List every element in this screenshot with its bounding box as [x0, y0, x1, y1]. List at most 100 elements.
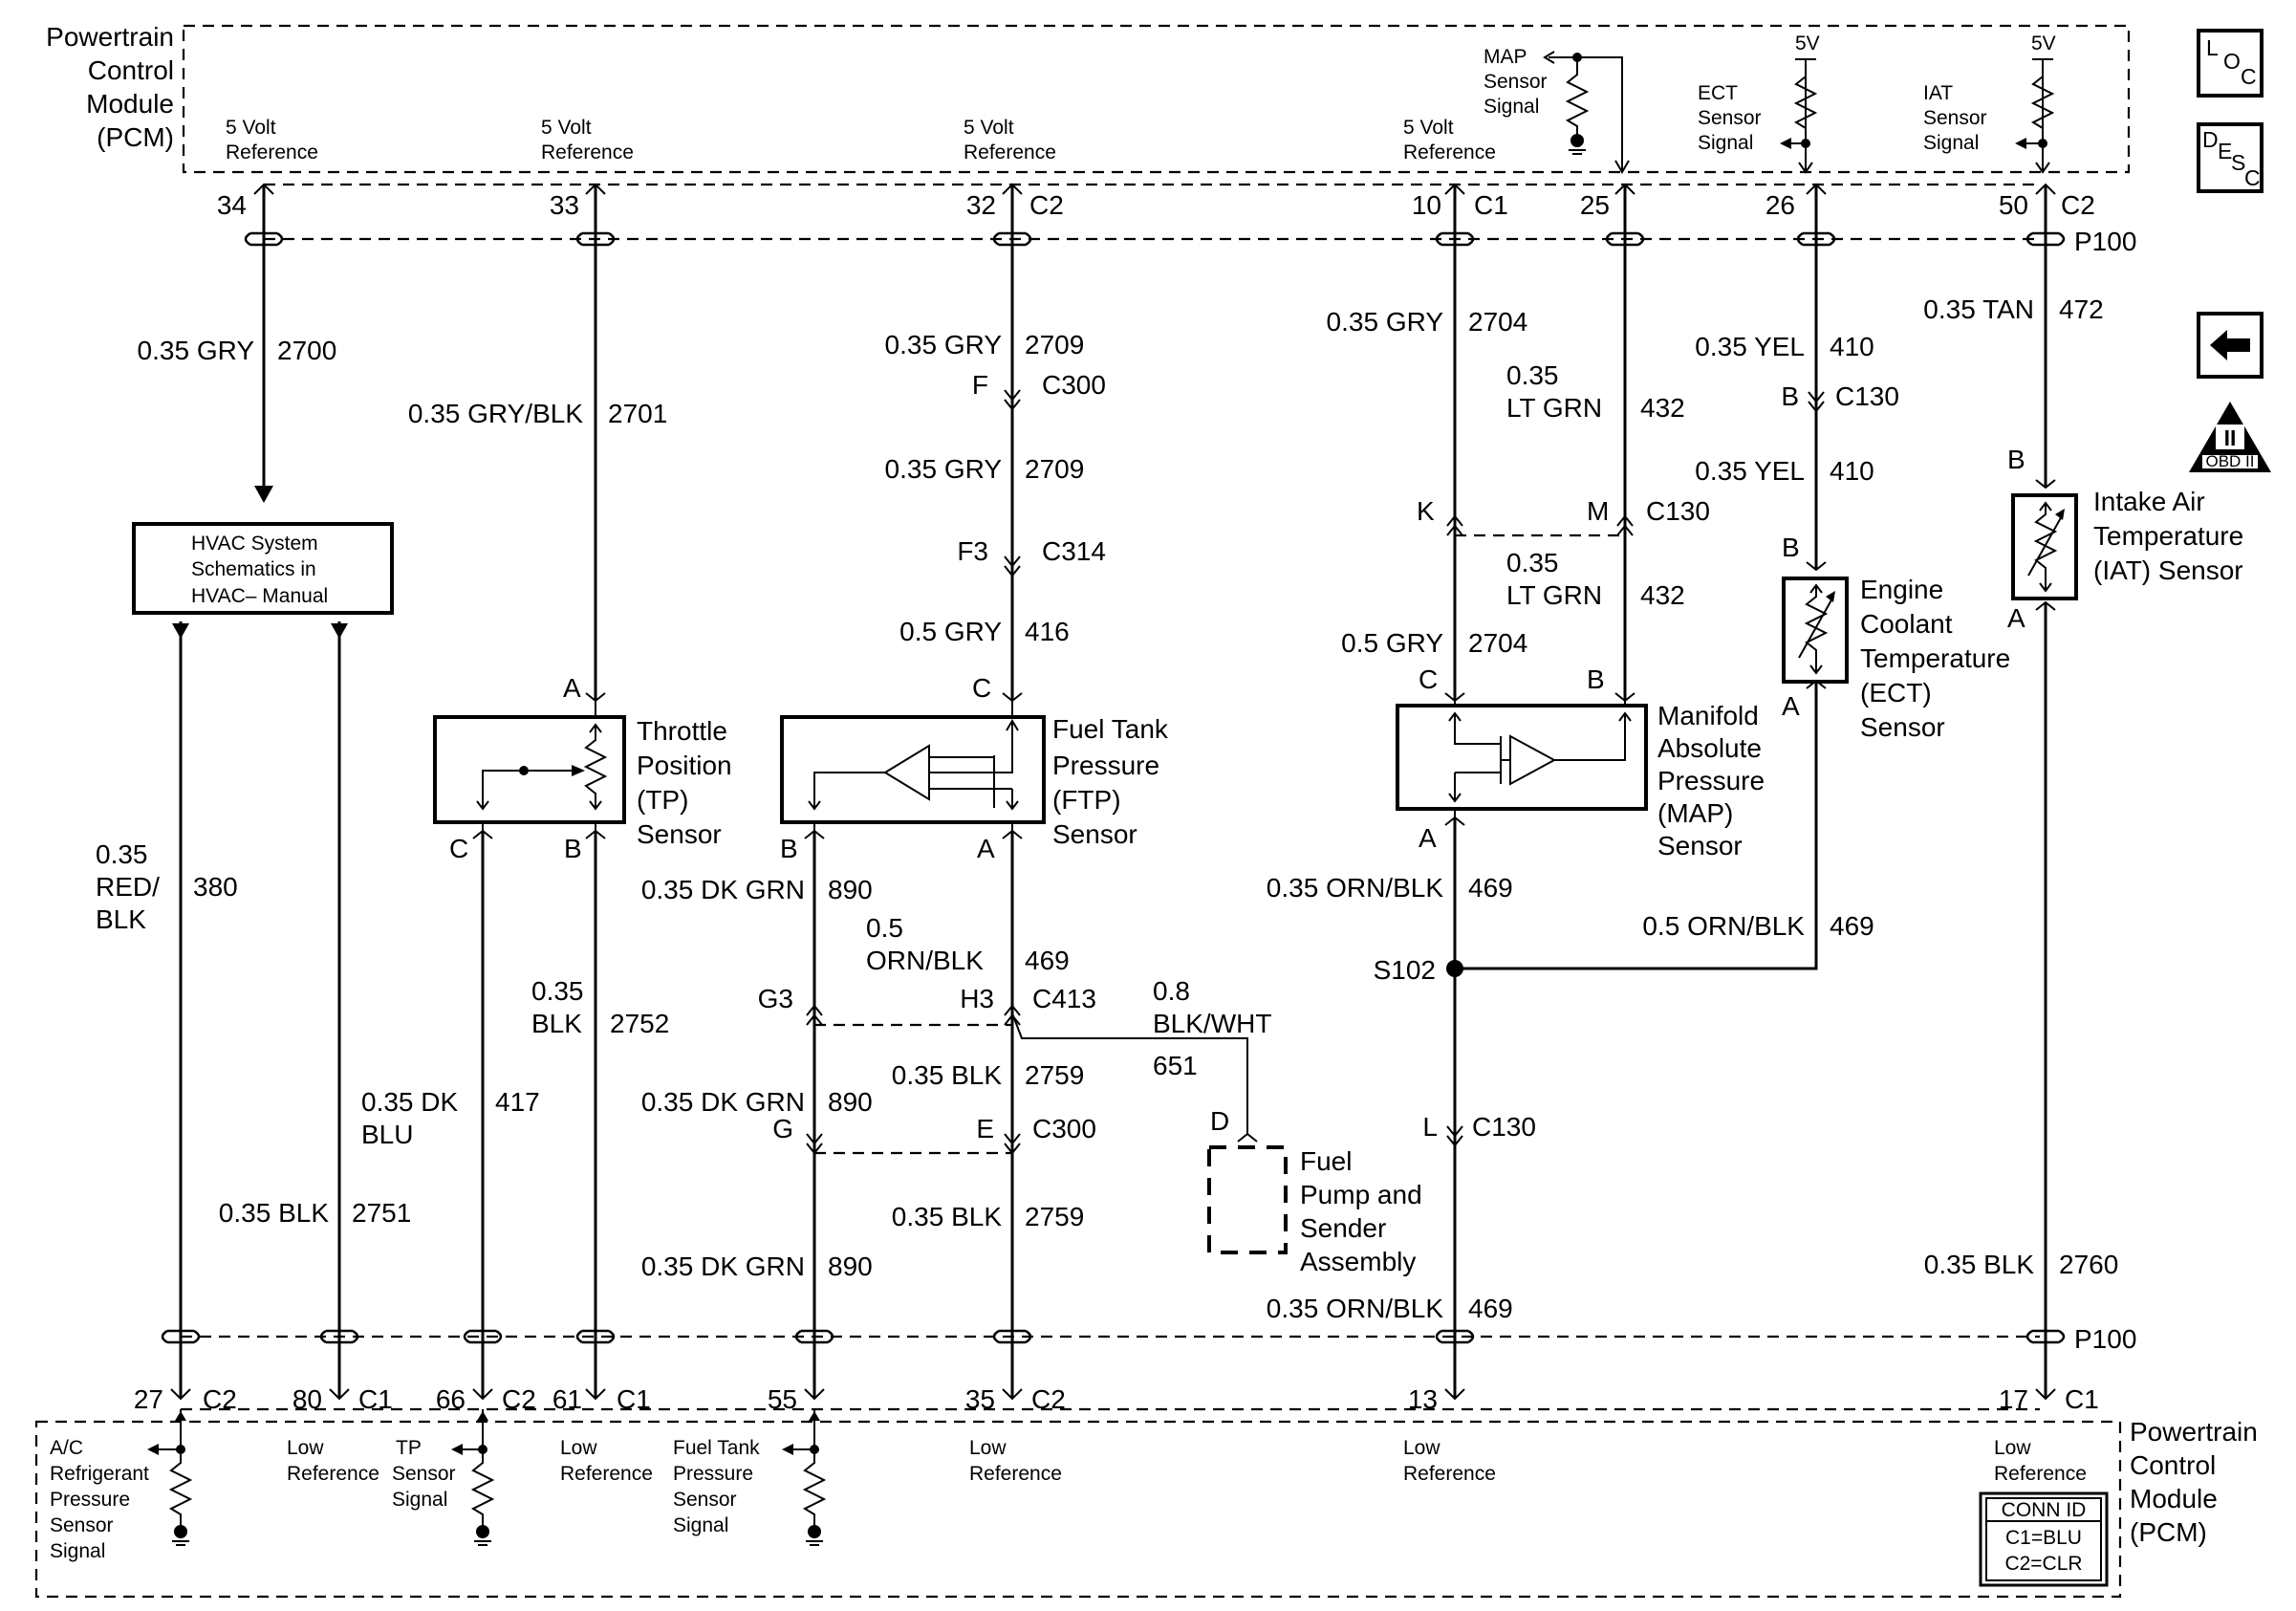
svg-text:Reference: Reference [1403, 142, 1496, 163]
svg-text:Sender: Sender [1300, 1213, 1386, 1243]
svg-text:A: A [1782, 691, 1800, 721]
svg-text:P100: P100 [2074, 227, 2136, 256]
svg-text:Engine: Engine [1860, 575, 1943, 604]
svg-text:Reference: Reference [969, 1463, 1062, 1485]
svg-text:B: B [780, 834, 798, 863]
svg-text:2704: 2704 [1468, 628, 1527, 658]
svg-text:0.35 BLK: 0.35 BLK [892, 1060, 1003, 1090]
svg-text:Temperature: Temperature [2093, 521, 2243, 551]
svg-text:A: A [563, 673, 581, 703]
svg-text:C2: C2 [203, 1384, 237, 1414]
svg-text:C1: C1 [2065, 1384, 2099, 1414]
svg-text:C413: C413 [1032, 984, 1096, 1013]
svg-text:2709: 2709 [1025, 330, 1084, 359]
svg-text:Pressure: Pressure [50, 1489, 130, 1511]
svg-text:61: 61 [552, 1384, 582, 1414]
svg-text:Low: Low [287, 1437, 324, 1459]
svg-text:Signal: Signal [673, 1514, 728, 1536]
svg-text:Reference: Reference [226, 142, 318, 163]
svg-text:O: O [2223, 49, 2241, 74]
svg-text:ECT: ECT [1698, 82, 1738, 104]
svg-text:Reference: Reference [541, 142, 634, 163]
svg-text:Signal: Signal [392, 1489, 447, 1511]
svg-text:10: 10 [1412, 190, 1441, 220]
svg-text:C: C [972, 673, 991, 703]
svg-text:Sensor: Sensor [637, 819, 722, 849]
svg-text:25: 25 [1580, 190, 1610, 220]
svg-text:432: 432 [1640, 393, 1685, 423]
svg-text:0.35: 0.35 [96, 839, 148, 869]
svg-text:IAT: IAT [1923, 82, 1953, 104]
svg-text:890: 890 [828, 1252, 873, 1281]
svg-text:Low: Low [560, 1437, 597, 1459]
pcm-bottom-internal-circuits [147, 1409, 827, 1546]
svg-text:0.35: 0.35 [531, 976, 584, 1006]
svg-text:C: C [449, 834, 468, 863]
svg-text:0.35 TAN: 0.35 TAN [1923, 294, 2034, 324]
wire-labels: 0.35 GRY 2700 0.35 GRY/BLK 2701 0.35 GRY… [96, 294, 2118, 1323]
svg-text:Fuel Tank: Fuel Tank [1052, 714, 1169, 744]
svg-text:Reference: Reference [964, 142, 1056, 163]
svg-text:0.35 BLK: 0.35 BLK [219, 1198, 330, 1228]
svg-text:C130: C130 [1472, 1112, 1536, 1142]
svg-text:C2: C2 [1031, 1384, 1066, 1414]
svg-text:5V: 5V [2031, 33, 2056, 54]
svg-text:432: 432 [1640, 580, 1685, 610]
svg-text:2704: 2704 [1468, 307, 1527, 337]
svg-text:II: II [2224, 425, 2237, 450]
wires [179, 185, 2047, 1399]
bottom-pin-labels: 27 C2 80 C1 66 C2 61 C1 55 35 C2 13 17 C… [134, 1324, 2137, 1414]
svg-text:5 Volt: 5 Volt [1403, 117, 1454, 139]
svg-text:0.35 GRY: 0.35 GRY [885, 454, 1003, 484]
svg-text:55: 55 [768, 1384, 797, 1414]
svg-text:Fuel: Fuel [1300, 1146, 1352, 1176]
svg-text:ORN/BLK: ORN/BLK [866, 946, 984, 975]
svg-text:5V: 5V [1795, 33, 1820, 54]
svg-text:Sensor: Sensor [1657, 831, 1743, 860]
svg-text:2759: 2759 [1025, 1202, 1084, 1231]
bottom-inline-connectors [161, 1329, 2066, 1401]
svg-text:Control: Control [2130, 1450, 2216, 1480]
back-arrow-icon[interactable] [2197, 312, 2264, 379]
map-sensor: Manifold Absolute Pressure (MAP) Sensor … [1396, 664, 1765, 860]
svg-text:CONN ID: CONN ID [2002, 1499, 2087, 1521]
svg-text:80: 80 [292, 1384, 322, 1414]
svg-text:Sensor: Sensor [673, 1489, 737, 1511]
svg-text:LT GRN: LT GRN [1506, 580, 1602, 610]
svg-text:469: 469 [1025, 946, 1070, 975]
svg-text:Reference: Reference [560, 1463, 653, 1485]
svg-text:0.35: 0.35 [1506, 548, 1559, 577]
svg-text:469: 469 [1468, 873, 1513, 903]
svg-text:F: F [972, 370, 988, 400]
svg-text:Control: Control [88, 55, 174, 85]
svg-text:Coolant: Coolant [1860, 609, 1953, 639]
svg-text:BLU: BLU [361, 1120, 413, 1149]
svg-text:380: 380 [193, 872, 238, 902]
svg-text:F3: F3 [957, 536, 988, 566]
svg-text:0.35 DK: 0.35 DK [361, 1087, 458, 1117]
svg-text:Schematics in: Schematics in [191, 558, 316, 580]
svg-text:0.35 GRY: 0.35 GRY [885, 330, 1003, 359]
svg-text:OBD II: OBD II [2205, 452, 2254, 470]
desc-icon[interactable]: D E S C [2197, 122, 2264, 193]
svg-text:(IAT) Sensor: (IAT) Sensor [2093, 555, 2243, 585]
svg-text:Signal: Signal [50, 1540, 105, 1562]
svg-text:32: 32 [966, 190, 996, 220]
svg-text:417: 417 [495, 1087, 540, 1117]
top-pin-labels: 34 33 32 C2 10 C1 25 26 50 C2 P100 [217, 190, 2137, 256]
svg-text:5 Volt: 5 Volt [964, 117, 1014, 139]
svg-text:Signal: Signal [1484, 96, 1539, 118]
svg-text:C314: C314 [1042, 536, 1106, 566]
fuel-pump-sender: Fuel Pump and Sender Assembly D [1207, 1106, 1422, 1276]
svg-text:Sensor: Sensor [50, 1514, 114, 1536]
svg-text:C2: C2 [1029, 190, 1064, 220]
svg-text:410: 410 [1830, 332, 1874, 361]
loc-icon[interactable]: L O C [2197, 29, 2264, 98]
svg-text:Position: Position [637, 751, 732, 780]
svg-text:34: 34 [217, 190, 247, 220]
svg-text:0.35 ORN/BLK: 0.35 ORN/BLK [1267, 873, 1444, 903]
pcm-top-signal-labels: 5 Volt Reference 5 Volt Reference 5 Volt… [226, 33, 2056, 163]
svg-text:Low: Low [969, 1437, 1007, 1459]
svg-text:0.5 GRY: 0.5 GRY [1341, 628, 1443, 658]
pcm-top-title: Powertrain Control Module (PCM) [46, 22, 174, 152]
